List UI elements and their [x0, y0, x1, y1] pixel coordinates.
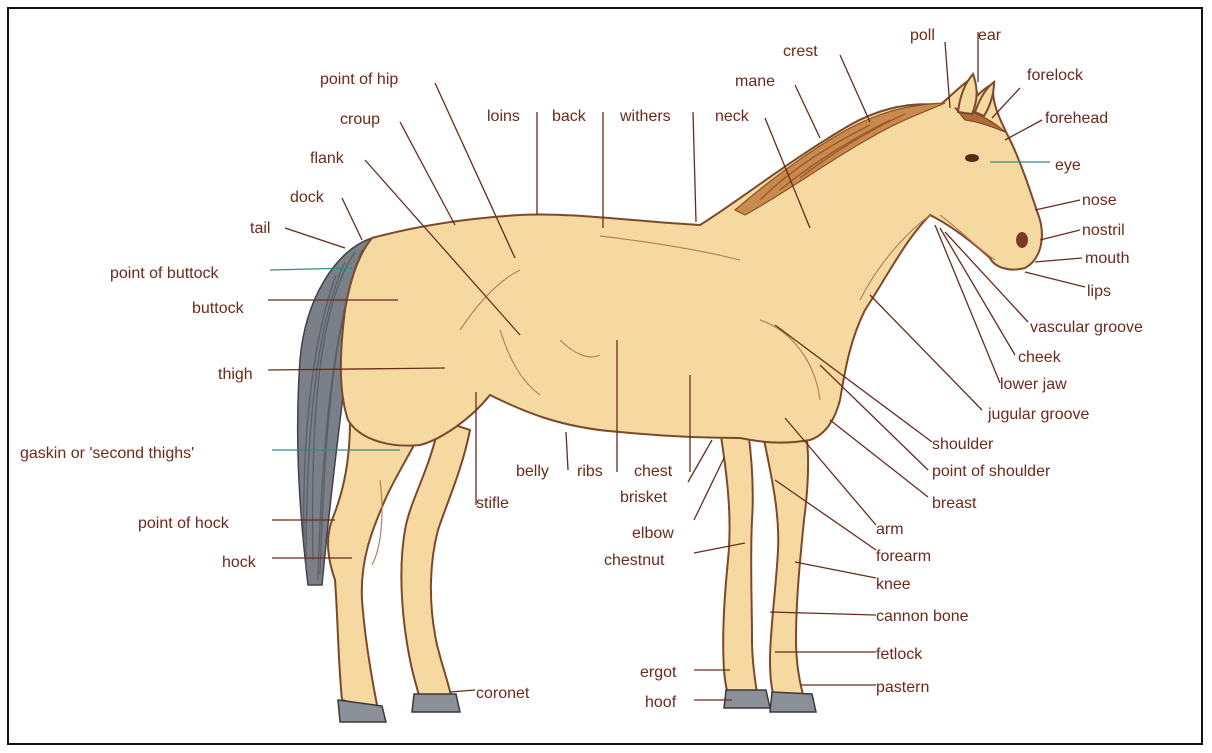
label-croup: croup [340, 111, 380, 128]
label-loins: loins [487, 108, 520, 125]
label-ear: ear [978, 27, 1002, 44]
label-point-of-shoulder: point of shoulder [932, 463, 1051, 480]
horse-body [341, 78, 1042, 446]
label-poll: poll [910, 27, 935, 44]
label-forelock: forelock [1027, 67, 1084, 84]
label-withers: withers [619, 108, 671, 125]
label-arm: arm [876, 521, 904, 538]
label-point-of-buttock: point of buttock [110, 265, 220, 282]
hoof-illustration-2 [412, 694, 460, 712]
label-lips: lips [1087, 283, 1111, 300]
label-neck: neck [715, 108, 750, 125]
label-chest: chest [634, 463, 673, 480]
label-elbow: elbow [632, 525, 674, 542]
label-stifle: stifle [476, 495, 509, 512]
label-lower-jaw: lower jaw [1000, 376, 1067, 393]
hoof-illustration-4 [770, 692, 816, 712]
label-eye: eye [1055, 157, 1081, 174]
label-shoulder: shoulder [932, 436, 994, 453]
label-point-of-hock: point of hock [138, 515, 230, 532]
label-pastern: pastern [876, 679, 929, 696]
label-gaskin: gaskin or 'second thighs' [20, 445, 194, 462]
label-hock: hock [222, 554, 257, 571]
fore-near-leg [762, 430, 808, 702]
label-ergot: ergot [640, 664, 677, 681]
hind-far-leg [401, 420, 470, 700]
label-mane: mane [735, 73, 775, 90]
label-dock: dock [290, 189, 325, 206]
eye-illustration [965, 154, 979, 162]
label-crest: crest [783, 43, 818, 60]
label-chestnut: chestnut [604, 552, 665, 569]
label-forearm: forearm [876, 548, 931, 565]
label-knee: knee [876, 576, 911, 593]
nostril-illustration [1016, 232, 1028, 248]
label-brisket: brisket [620, 489, 668, 506]
label-nose: nose [1082, 192, 1117, 209]
label-breast: breast [932, 495, 977, 512]
label-ribs: ribs [577, 463, 603, 480]
label-cheek: cheek [1018, 349, 1062, 366]
label-back: back [552, 108, 587, 125]
label-mouth: mouth [1085, 250, 1129, 267]
label-nostril: nostril [1082, 222, 1125, 239]
label-fetlock: fetlock [876, 646, 923, 663]
label-forehead: forehead [1045, 110, 1108, 127]
label-tail: tail [250, 220, 270, 237]
label-thigh: thigh [218, 366, 253, 383]
label-flank: flank [310, 150, 345, 167]
label-point-of-hip: point of hip [320, 71, 398, 88]
label-vascular-groove: vascular groove [1030, 319, 1143, 336]
hoof-illustration-3 [724, 690, 770, 708]
hoof-illustration [338, 700, 386, 722]
label-hoof: hoof [645, 694, 677, 711]
label-cannon-bone: cannon bone [876, 608, 969, 625]
label-jugular-groove: jugular groove [987, 406, 1090, 423]
label-belly: belly [516, 463, 549, 480]
label-buttock: buttock [192, 300, 245, 317]
fore-far-leg [720, 430, 758, 700]
label-coronet: coronet [476, 685, 530, 702]
